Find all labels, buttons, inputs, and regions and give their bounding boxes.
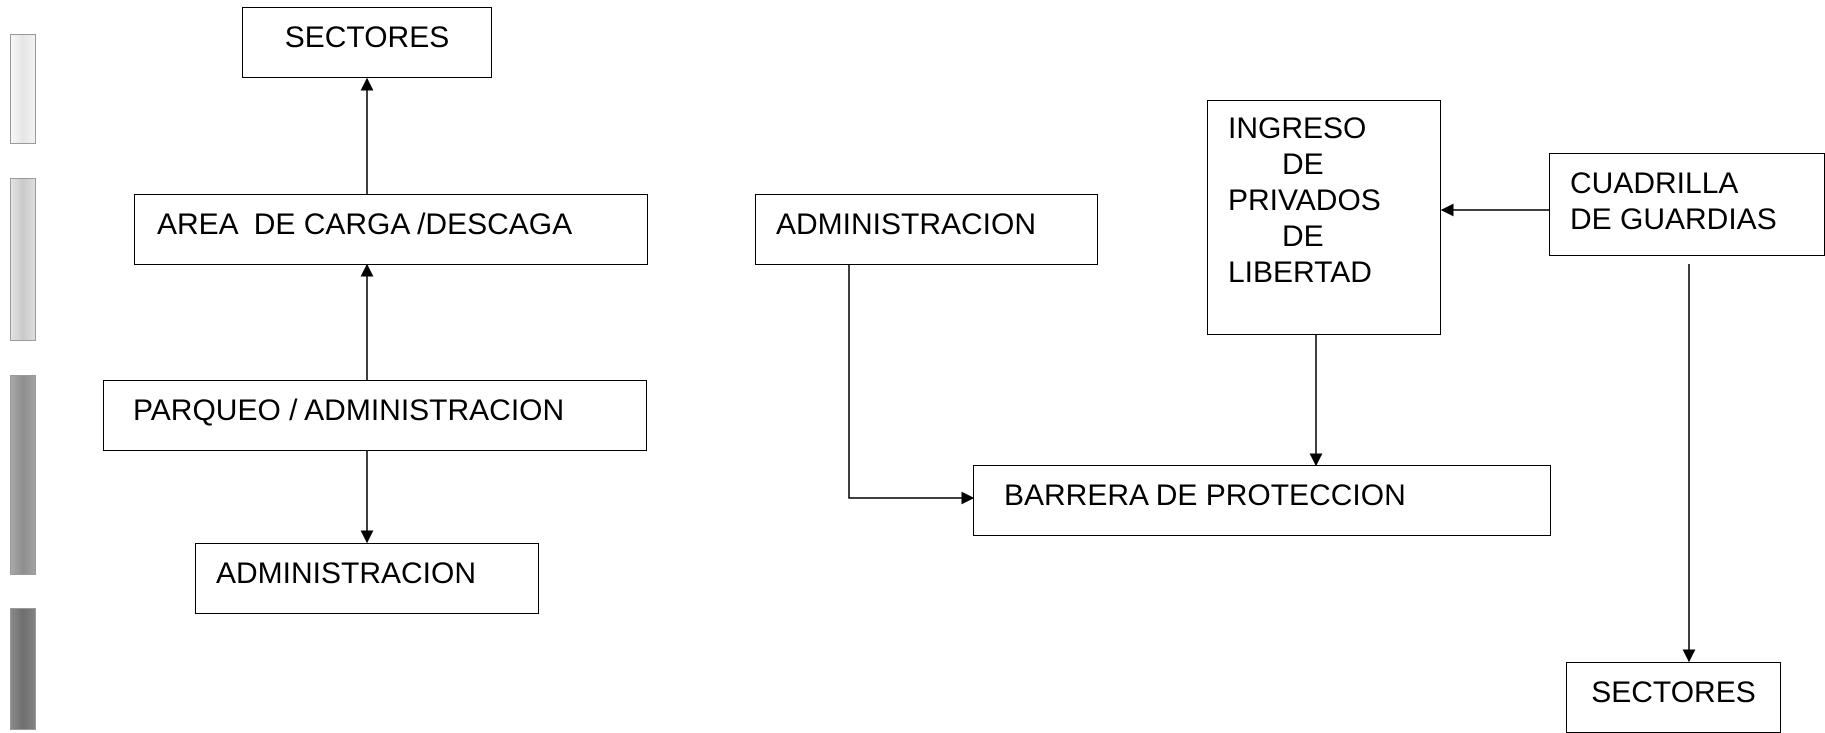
decorative-strip	[10, 375, 36, 575]
node-administracion-mid: ADMINISTRACION	[755, 194, 1098, 265]
node-label-line: LIBERTAD	[1228, 256, 1372, 289]
node-label: BARRERA DE PROTECCION	[1004, 479, 1406, 512]
node-barrera: BARRERA DE PROTECCION	[973, 465, 1551, 536]
node-sectores-top: SECTORES	[242, 7, 492, 78]
decorative-strip	[10, 34, 36, 144]
node-area-carga: AREA DE CARGA /DESCAGA	[134, 194, 648, 265]
node-label-line: DE	[1282, 148, 1324, 181]
node-label-line: INGRESO	[1228, 112, 1367, 145]
node-sectores-bottom: SECTORES	[1566, 662, 1781, 733]
node-label-line: CUADRILLA	[1570, 167, 1739, 200]
node-label: ADMINISTRACION	[776, 208, 1037, 241]
node-label: ADMINISTRACION	[216, 557, 477, 590]
node-label-line: PRIVADOS	[1228, 184, 1381, 217]
node-ingreso: INGRESO DE PRIVADOS DE LIBERTAD	[1207, 100, 1441, 335]
node-label-line: DE	[1282, 220, 1324, 253]
decorative-strip	[10, 178, 36, 341]
edge-admin-to-barrera	[848, 265, 975, 505]
node-label: PARQUEO / ADMINISTRACION	[133, 394, 565, 427]
node-label: SECTORES	[1591, 676, 1756, 709]
decorative-strip	[10, 608, 36, 730]
node-parqueo: PARQUEO / ADMINISTRACION	[103, 380, 647, 451]
node-label: AREA DE CARGA /DESCAGA	[157, 208, 573, 241]
node-label: SECTORES	[284, 21, 450, 54]
node-label-line: DE GUARDIAS	[1570, 203, 1777, 236]
node-administracion-left: ADMINISTRACION	[195, 543, 539, 614]
node-cuadrilla: CUADRILLA DE GUARDIAS	[1549, 153, 1825, 256]
